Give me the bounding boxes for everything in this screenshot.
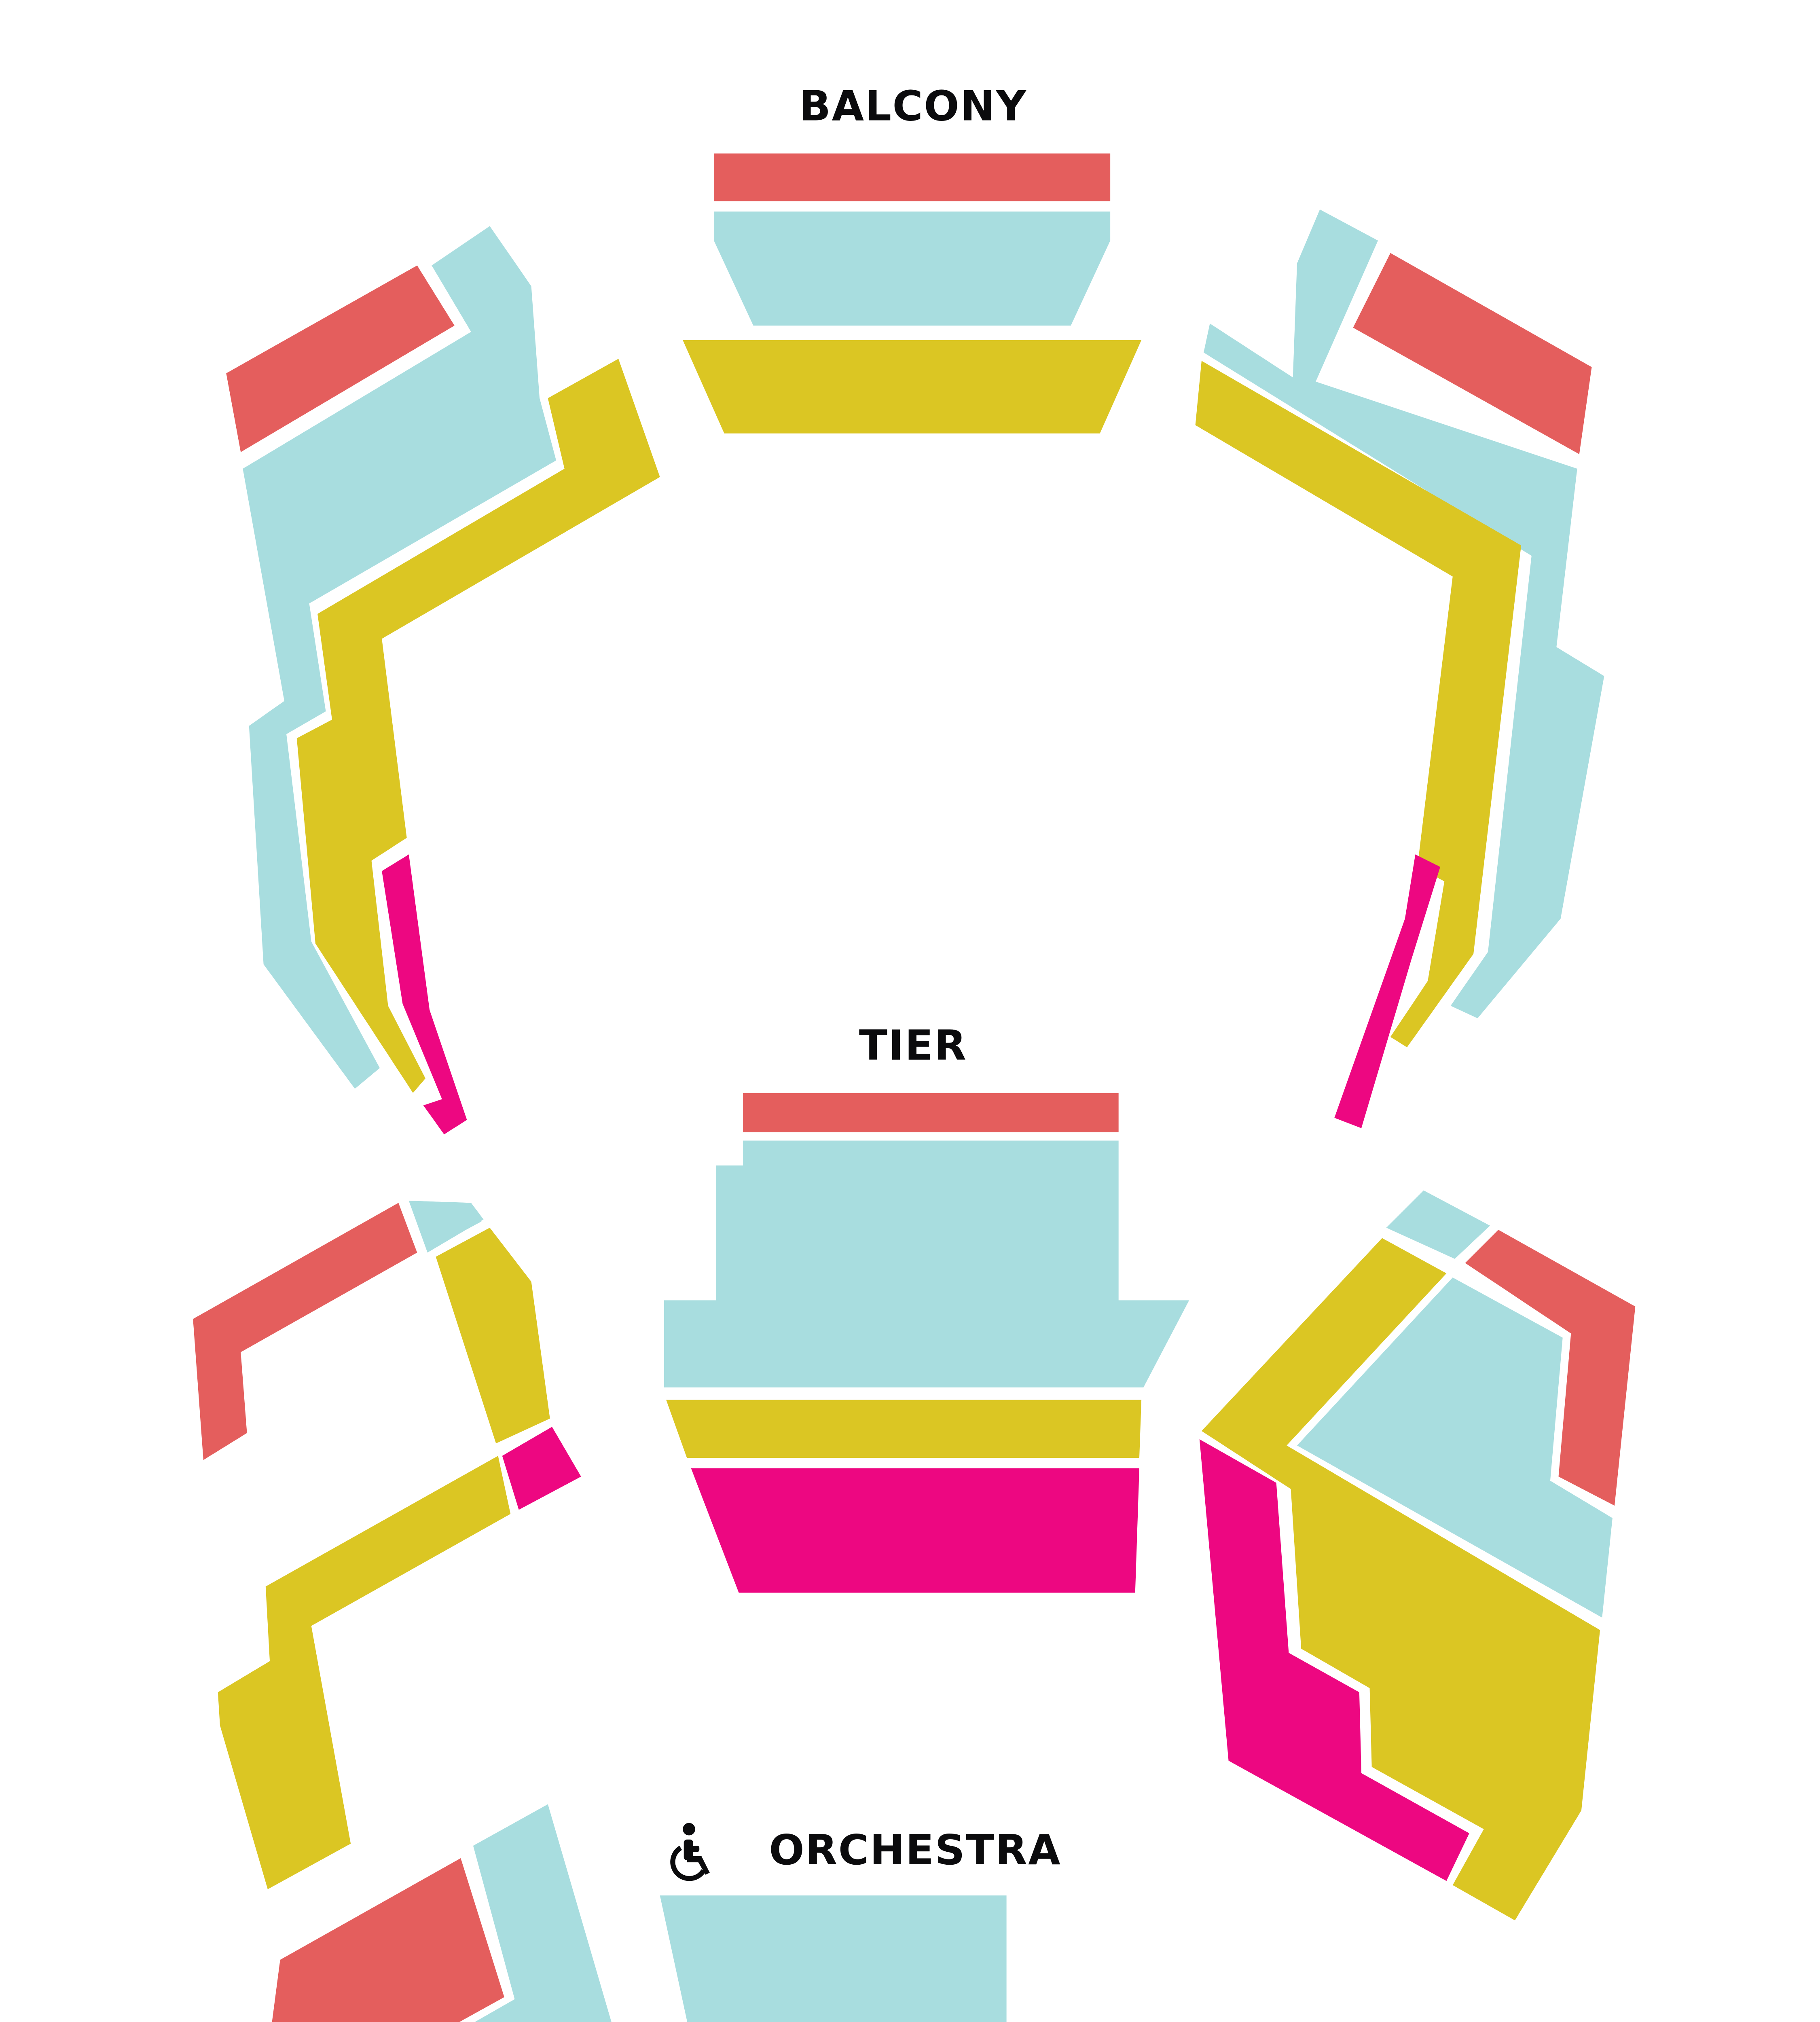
section-tier-center-blue[interactable] — [664, 1140, 1189, 1387]
orchestra-label: ORCHESTRA — [769, 1826, 1061, 1874]
tier-label: TIER — [859, 1022, 967, 1070]
section-balcony-left-red[interactable] — [226, 265, 455, 452]
section-tier-right-magenta[interactable] — [1199, 1439, 1469, 1881]
section-tier-right-blue[interactable] — [1386, 1190, 1490, 1259]
section-tier-right-red[interactable] — [1465, 1230, 1636, 1506]
section-balcony-left-magenta[interactable] — [382, 854, 467, 1135]
section-tier-center-magenta[interactable] — [691, 1468, 1139, 1593]
balcony-label: BALCONY — [799, 82, 1027, 130]
section-orchestra-left-red[interactable] — [257, 1858, 504, 2022]
section-orchestra-center-blue[interactable] — [660, 1895, 1121, 2022]
section-tier-left-mustard[interactable] — [436, 1227, 550, 1444]
wheelchair-icon — [670, 1823, 710, 1881]
section-balcony-right-blue[interactable] — [1204, 209, 1604, 1018]
section-balcony-right-mustard[interactable] — [1195, 361, 1522, 1047]
section-balcony-center-front[interactable] — [714, 153, 1111, 201]
section-orchestra-left-blue[interactable] — [257, 1804, 635, 2022]
section-balcony-right-red[interactable] — [1353, 253, 1592, 455]
section-tier-right-mustard[interactable] — [1201, 1238, 1600, 1920]
section-tier-left-mustard-lower[interactable] — [218, 1456, 511, 1889]
section-balcony-center-rear[interactable] — [683, 340, 1142, 434]
section-tier-center-red[interactable] — [743, 1093, 1119, 1132]
section-balcony-left-mustard[interactable] — [296, 359, 660, 1093]
section-tier-left-magenta[interactable] — [502, 1427, 581, 1510]
section-balcony-right-magenta[interactable] — [1334, 854, 1441, 1128]
section-balcony-center-mid[interactable] — [714, 212, 1111, 326]
section-tier-center-mustard[interactable] — [666, 1400, 1142, 1458]
section-tier-left-blue-top[interactable] — [408, 1201, 484, 1253]
section-balcony-left-blue[interactable] — [243, 226, 557, 1089]
section-tier-right-blue-main[interactable] — [1297, 1277, 1613, 1618]
section-tier-left-red[interactable] — [193, 1203, 417, 1460]
